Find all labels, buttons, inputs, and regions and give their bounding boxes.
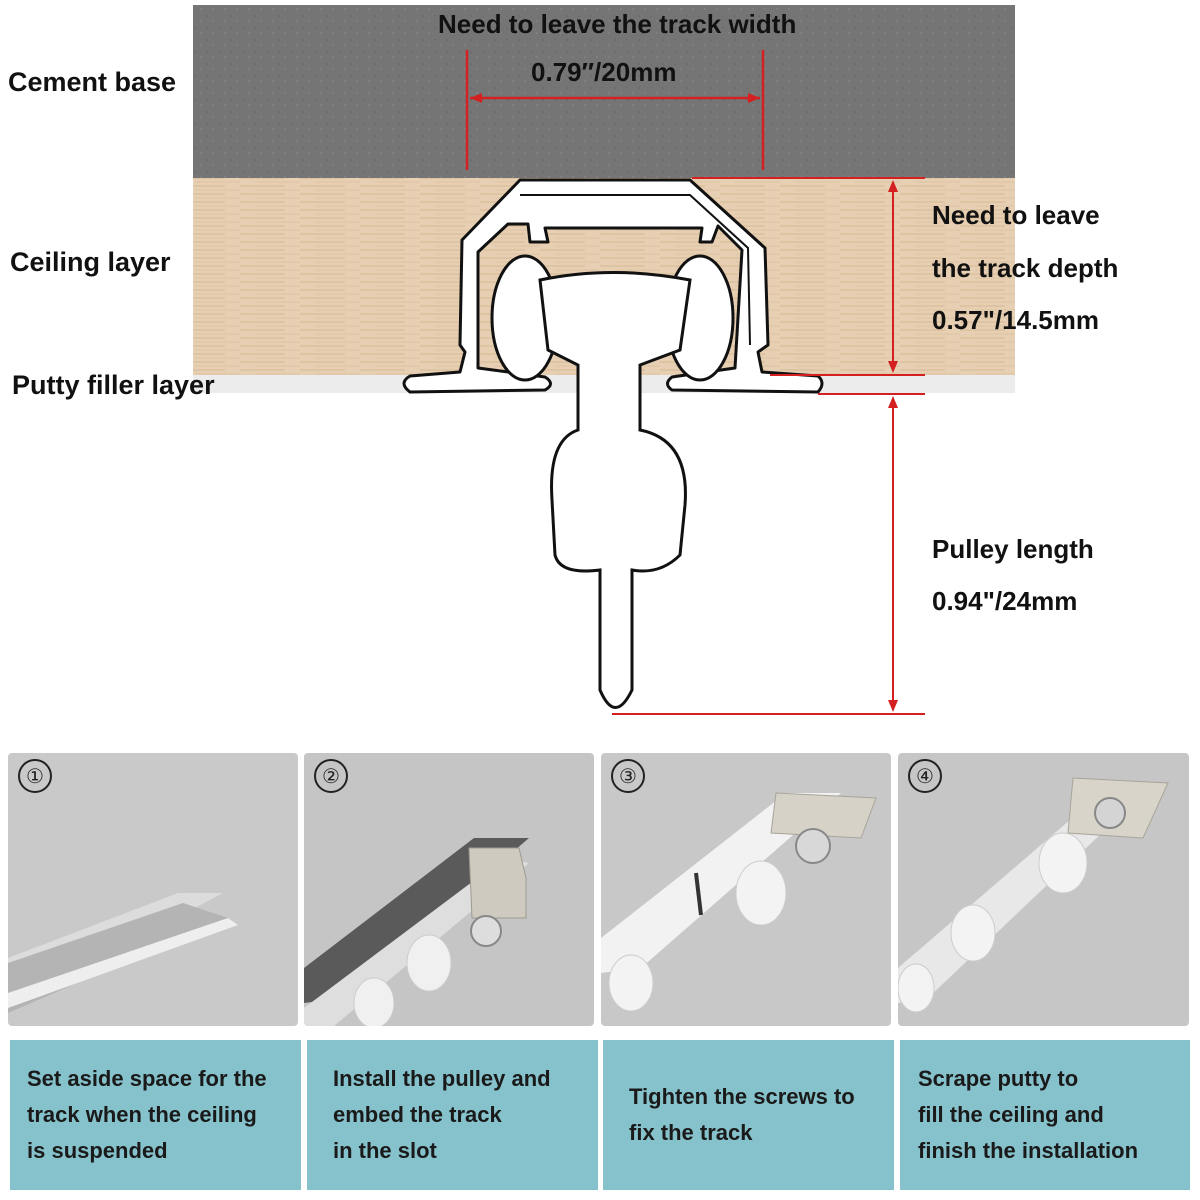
depth-dimension-line — [692, 177, 925, 376]
ceiling-layer-label: Ceiling layer — [10, 247, 171, 277]
step-4-caption: Scrape putty to fill the ceiling and fin… — [900, 1040, 1190, 1190]
step-1-caption: Set aside space for the track when the c… — [10, 1040, 301, 1190]
step-3-caption-text: Tighten the screws to fix the track — [629, 1084, 855, 1145]
step-3-number: ③ — [611, 759, 645, 793]
step-2-caption-text: Install the pulley and embed the track i… — [333, 1066, 551, 1163]
step-2-caption: Install the pulley and embed the track i… — [307, 1040, 598, 1190]
track-depth-value: 0.57"/14.5mm — [932, 305, 1099, 335]
track-width-value: 0.79″/20mm — [531, 57, 677, 87]
width-dimension-line — [465, 50, 765, 170]
pulley-length-value: 0.94"/24mm — [932, 586, 1078, 616]
step-1-caption-text: Set aside space for the track when the c… — [27, 1066, 267, 1163]
step-1-image: ① — [8, 753, 298, 1026]
step-3-caption: Tighten the screws to fix the track — [603, 1040, 894, 1190]
track-cross-section-diagram — [193, 5, 1015, 715]
track-width-title: Need to leave the track width — [438, 9, 797, 39]
cement-base-layer — [193, 5, 1015, 178]
cement-base-label: Cement base — [8, 67, 177, 97]
step-2-number: ② — [314, 759, 348, 793]
track-depth-line1: Need to leave — [932, 200, 1100, 230]
step-4-caption-text: Scrape putty to fill the ceiling and fin… — [918, 1066, 1139, 1163]
track-profile — [402, 178, 824, 394]
step-3-image: ③ — [601, 753, 891, 1026]
step-4-number: ④ — [908, 759, 942, 793]
putty-filler-label: Putty filler layer — [12, 370, 215, 400]
pulley — [490, 254, 735, 709]
step-4-image: ④ — [898, 753, 1189, 1026]
track-depth-line2: the track depth — [932, 253, 1119, 283]
pulley-length-title: Pulley length — [932, 534, 1094, 564]
pulley-length-dimension-line — [612, 393, 925, 715]
step-2-image: ② — [304, 753, 594, 1026]
step-1-number: ① — [18, 759, 52, 793]
